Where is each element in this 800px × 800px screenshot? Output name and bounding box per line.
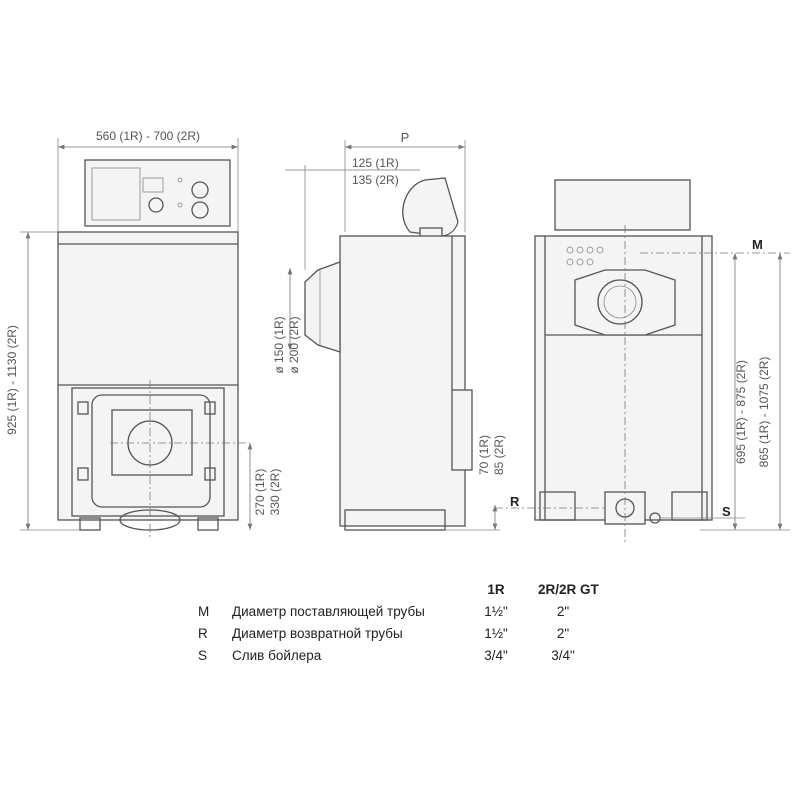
row-value-2r: 3/4" xyxy=(551,648,575,663)
return-dim-1r: 70 (1R) xyxy=(477,435,491,475)
side-view: P 125 (1R) 135 (2R) ø 150 (1R) ø 200 (2R… xyxy=(272,130,520,531)
front-outlet-dim-1r: 270 (1R) xyxy=(253,469,267,516)
row-letter: S xyxy=(198,648,208,663)
flue-dim-1r: ø 150 (1R) xyxy=(272,316,286,373)
offset-dim-2r: 135 (2R) xyxy=(352,173,399,187)
label-m: M xyxy=(752,237,763,252)
front-view: 560 (1R) - 700 (2R) 925 (1R) - 1130 (2R)… xyxy=(5,129,282,540)
row-value-1r: 3/4" xyxy=(484,648,508,663)
label-r: R xyxy=(510,494,520,509)
header-1r: 1R xyxy=(487,582,505,597)
row-letter: M xyxy=(198,604,210,619)
header-2r: 2R/2R GT xyxy=(538,582,599,597)
row-value-1r: 1½" xyxy=(484,604,508,619)
offset-dim-1r: 125 (1R) xyxy=(352,156,399,170)
row-desc: Диаметр возвратной трубы xyxy=(232,626,403,641)
row-value-2r: 2" xyxy=(556,626,570,641)
row-value-1r: 1½" xyxy=(484,626,508,641)
flue-dim-2r: ø 200 (2R) xyxy=(287,316,301,373)
supply-height-dim: 695 (1R) - 875 (2R) xyxy=(734,360,748,464)
row-letter: R xyxy=(198,626,208,641)
return-dim-2r: 85 (2R) xyxy=(492,435,506,475)
depth-dim-p: P xyxy=(401,130,410,145)
front-height-dim: 925 (1R) - 1130 (2R) xyxy=(5,325,19,435)
row-value-2r: 2" xyxy=(556,604,570,619)
total-height-dim: 865 (1R) - 1075 (2R) xyxy=(757,357,771,468)
rear-view: M S 695 (1R) - 875 (2R) 865 (1R) - 1075 … xyxy=(495,179,790,545)
front-outlet-dim-2r: 330 (2R) xyxy=(268,469,282,516)
label-s: S xyxy=(722,504,731,519)
front-width-dim: 560 (1R) - 700 (2R) xyxy=(96,129,200,143)
row-desc: Диаметр поставляющей трубы xyxy=(232,604,425,619)
row-desc: Слив бойлера xyxy=(232,648,322,663)
